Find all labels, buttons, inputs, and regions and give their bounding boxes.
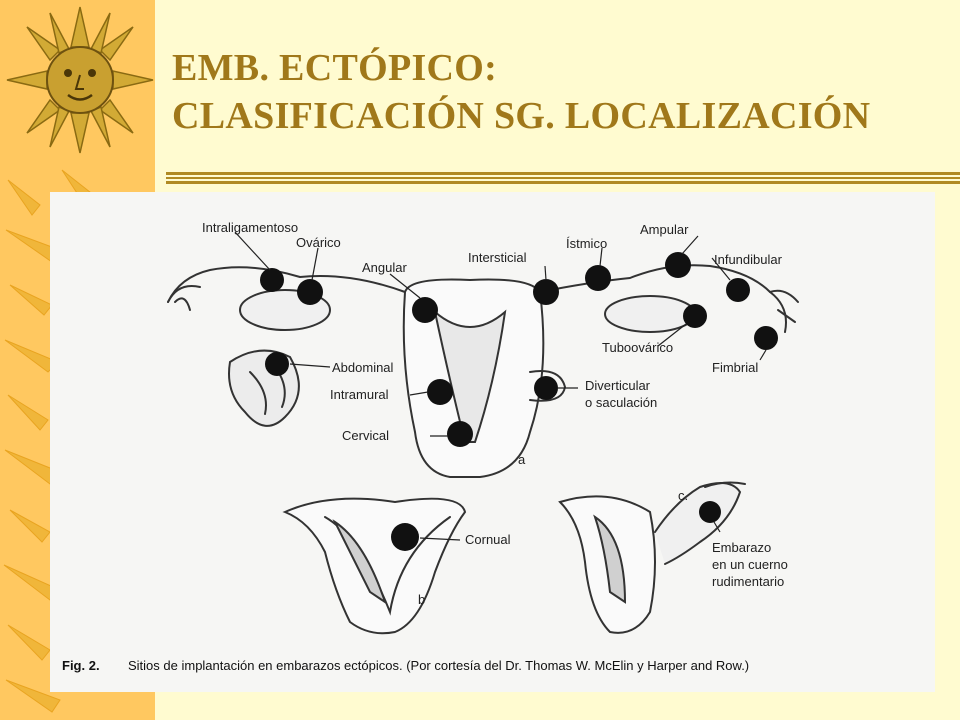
label-infundibular: Infundibular <box>714 252 783 267</box>
site-diverticular <box>534 376 558 400</box>
label-cervical: Cervical <box>342 428 389 443</box>
label-istmico: Ístmico <box>566 236 607 251</box>
site-cervical <box>447 421 473 447</box>
caption-label: Fig. 2. <box>62 658 100 673</box>
site-cornual <box>391 523 419 551</box>
slide-title: EMB. ECTÓPICO: CLASIFICACIÓN SG. LOCALIZ… <box>172 44 942 140</box>
left-tube <box>167 266 406 303</box>
title-divider <box>166 172 960 184</box>
title-line-2: CLASIFICACIÓN SG. LOCALIZACIÓN <box>172 95 871 137</box>
site-fimbrial <box>754 326 778 350</box>
site-infundibular <box>726 278 750 302</box>
site-istmico <box>585 265 611 291</box>
implantation-sites <box>260 252 778 551</box>
label-tuboovarico: Tuboovárico <box>602 340 673 355</box>
sun-icon <box>6 6 154 154</box>
label-ovarico: Ovárico <box>296 235 341 250</box>
site-intersticial <box>533 279 559 305</box>
label-panel-c: c. <box>678 488 688 503</box>
site-angular <box>412 297 438 323</box>
uterus-b <box>282 497 467 635</box>
label-angular: Angular <box>362 260 407 275</box>
rudimentary-horn <box>654 482 742 565</box>
label-rudimentario-1: Embarazo <box>712 540 771 555</box>
label-fimbrial: Fimbrial <box>712 360 758 375</box>
site-ampular <box>665 252 691 278</box>
label-diverticular-2: o saculación <box>585 395 657 410</box>
label-panel-a: a <box>518 452 526 467</box>
label-rudimentario-3: rudimentario <box>712 574 784 589</box>
label-ampular: Ampular <box>640 222 689 237</box>
label-panel-b: b <box>418 592 425 607</box>
site-abdominal <box>265 352 289 376</box>
title-line-1: EMB. ECTÓPICO: <box>172 47 498 89</box>
label-intramural: Intramural <box>330 387 389 402</box>
right-ovary <box>604 295 696 333</box>
label-cornual: Cornual <box>465 532 511 547</box>
site-rudimentario <box>699 501 721 523</box>
label-diverticular-1: Diverticular <box>585 378 651 393</box>
site-intraligamentoso <box>260 268 284 292</box>
anatomical-figure: Intraligamentoso Ovárico Angular Interst… <box>50 192 935 692</box>
label-intersticial: Intersticial <box>468 250 527 265</box>
caption-text: Sitios de implantación en embarazos ectó… <box>128 658 749 673</box>
label-rudimentario-2: en un cuerno <box>712 557 788 572</box>
site-tuboovarico <box>683 304 707 328</box>
site-intramural <box>427 379 453 405</box>
site-ovarico <box>297 279 323 305</box>
label-intraligamentoso: Intraligamentoso <box>202 220 298 235</box>
label-abdominal: Abdominal <box>332 360 394 375</box>
